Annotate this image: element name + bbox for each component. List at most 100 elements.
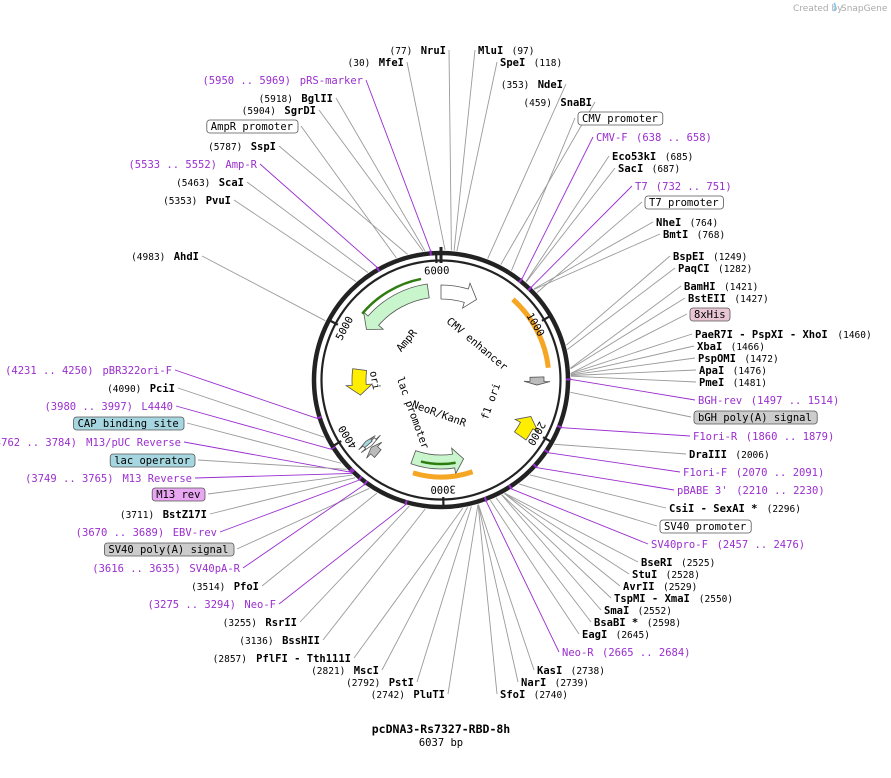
enzyme-label[interactable]: ApaI(1476) (699, 365, 767, 377)
primer-label[interactable]: pRS-marker(5950 .. 5969) (202, 75, 363, 87)
enzyme-label[interactable]: BsaBI *(2598) (594, 617, 681, 629)
primer-label[interactable]: CMV-F(638 .. 658) (596, 132, 712, 144)
ori-arrow[interactable] (344, 368, 374, 396)
orf-arc-rbd (511, 297, 551, 369)
lac-operator-block[interactable] (358, 435, 376, 451)
connector-line (207, 474, 353, 495)
primer-label[interactable]: Amp-R(5533 .. 5552) (128, 159, 257, 171)
enzyme-label[interactable]: PaeR7I - PspXI - XhoI(1460) (695, 329, 872, 341)
enzyme-label[interactable]: PluTI(2742) (371, 689, 445, 701)
enzyme-label[interactable]: PaqCI(1282) (678, 263, 752, 275)
feature-label[interactable]: M13 rev (151, 487, 206, 502)
enzyme-label[interactable]: AhdI(4983) (131, 251, 199, 263)
feature-label[interactable]: CAP binding site (73, 416, 185, 431)
enzyme-label[interactable]: RsrII(3255) (223, 617, 297, 629)
neor-kanr-arrow[interactable] (410, 447, 465, 476)
primer-label[interactable]: L4440(3980 .. 3997) (44, 401, 173, 413)
primer-label[interactable]: pBABE 3'(2210 .. 2230) (677, 485, 825, 497)
enzyme-name: KasI (537, 665, 562, 677)
ampr-label: AmpR (394, 327, 420, 355)
enzyme-label[interactable]: ScaI(5463) (176, 177, 244, 189)
feature-name: lac operator (114, 455, 190, 467)
primer-label[interactable]: M13/pUC Reverse(3762 .. 3784) (0, 437, 181, 449)
feature-label[interactable]: SV40 poly(A) signal (104, 542, 235, 557)
enzyme-label[interactable]: BamHI(1421) (684, 281, 758, 293)
enzyme-label[interactable]: BglII(5918) (259, 93, 333, 105)
enzyme-position: (353) (501, 80, 530, 91)
primer-name: M13/pUC Reverse (86, 437, 181, 449)
primer-label[interactable]: T7(732 .. 751) (635, 181, 732, 193)
primer-label[interactable]: BGH-rev(1497 .. 1514) (698, 395, 839, 407)
f1-ori-arrow[interactable] (513, 416, 539, 441)
connector-line (197, 459, 347, 470)
enzyme-label[interactable]: BstZ17I(3711) (120, 509, 207, 521)
enzyme-name: SgrDI (284, 105, 316, 117)
enzyme-label[interactable]: DraIII(2006) (689, 449, 770, 461)
enzyme-label[interactable]: TspMI - XmaI(2550) (614, 593, 733, 605)
enzyme-label[interactable]: PfoI(3514) (191, 581, 259, 593)
enzyme-label[interactable]: BspEI(1249) (673, 251, 747, 263)
enzyme-label[interactable]: BstEII(1427) (688, 293, 769, 305)
primer-label[interactable]: F1ori-F(2070 .. 2091) (683, 467, 824, 479)
enzyme-label[interactable]: EagI(2645) (582, 629, 650, 641)
tick-mark (326, 318, 339, 326)
primer-label[interactable]: F1ori-R(1860 .. 1879) (693, 431, 834, 443)
enzyme-label[interactable]: AvrII(2529) (623, 581, 697, 593)
primer-label[interactable]: pBR322ori-F(4231 .. 4250) (5, 365, 172, 377)
feature-label[interactable]: 8xHis (689, 307, 731, 322)
primer-label[interactable]: SV40pA-R(3616 .. 3635) (92, 563, 240, 575)
enzyme-label[interactable]: PspOMI(1472) (698, 353, 779, 365)
enzyme-label[interactable]: MscI(2821) (311, 665, 379, 677)
sv40-polya-block[interactable] (366, 441, 382, 459)
cmv-enhancer-arrow[interactable] (440, 282, 478, 310)
primer-site-mark (316, 415, 322, 420)
primer-label[interactable]: Neo-F(3275 .. 3294) (147, 599, 276, 611)
enzyme-label[interactable]: NruI(77) (390, 45, 446, 57)
enzyme-label[interactable]: PvuI(5353) (163, 195, 231, 207)
enzyme-label[interactable]: PstI(2792) (346, 677, 414, 689)
enzyme-position: (1282) (718, 264, 752, 275)
enzyme-label[interactable]: NdeI(353) (501, 79, 563, 91)
feature-arrows (344, 277, 551, 480)
enzyme-position: (2529) (663, 582, 697, 593)
ampr-arrow[interactable] (363, 283, 430, 330)
enzyme-label[interactable]: Eco53kI(685) (612, 151, 693, 163)
enzyme-label[interactable]: SnaBI(459) (523, 97, 592, 109)
connector-line (570, 369, 697, 376)
enzyme-name: MluI (478, 45, 503, 57)
primer-label[interactable]: EBV-rev(3670 .. 3689) (76, 527, 217, 539)
enzyme-label[interactable]: PflFI - Tth111I(2857) (213, 653, 351, 665)
enzyme-label[interactable]: CsiI - SexAI *(2296) (669, 503, 801, 515)
enzyme-label[interactable]: BseRI(2525) (641, 557, 715, 569)
feature-label[interactable]: lac operator (109, 453, 196, 468)
enzyme-label[interactable]: SmaI(2552) (604, 605, 672, 617)
enzyme-label[interactable]: StuI(2528) (632, 569, 700, 581)
connector-line (365, 79, 431, 251)
enzyme-label[interactable]: MfeI(30) (348, 57, 404, 69)
enzyme-label[interactable]: SgrDI(5904) (242, 105, 316, 117)
enzyme-label[interactable]: NarI(2739) (521, 677, 589, 689)
feature-label[interactable]: SV40 promoter (659, 519, 752, 534)
enzyme-label[interactable]: BmtI(768) (663, 229, 725, 241)
enzyme-label[interactable]: BssHII(3136) (239, 635, 320, 647)
feature-label[interactable]: bGH poly(A) signal (693, 410, 818, 425)
enzyme-label[interactable]: PciI(4090) (107, 383, 175, 395)
enzyme-label[interactable]: PmeI(1481) (699, 377, 767, 389)
feature-label[interactable]: CMV promoter (577, 111, 664, 126)
primer-label[interactable]: SV40pro-F(2457 .. 2476) (651, 539, 805, 551)
primer-label[interactable]: Neo-R(2665 .. 2684) (562, 647, 691, 659)
enzyme-label[interactable]: KasI(2738) (537, 665, 605, 677)
enzyme-name: NheI (656, 217, 681, 229)
enzyme-label[interactable]: SpeI(118) (500, 57, 562, 69)
connector-line (416, 506, 472, 683)
enzyme-label[interactable]: SacI(687) (618, 163, 680, 175)
enzyme-label[interactable]: MluI(97) (478, 45, 534, 57)
enzyme-label[interactable]: SfoI(2740) (500, 689, 568, 701)
enzyme-label[interactable]: NheI(764) (656, 217, 718, 229)
primer-label[interactable]: M13 Reverse(3749 .. 3765) (25, 473, 192, 485)
bgh-polya-block[interactable] (523, 376, 551, 386)
enzyme-label[interactable]: XbaI(1466) (697, 341, 765, 353)
enzyme-label[interactable]: SspI(5787) (208, 141, 276, 153)
feature-label[interactable]: T7 promoter (644, 195, 724, 210)
feature-label[interactable]: AmpR promoter (206, 119, 299, 134)
